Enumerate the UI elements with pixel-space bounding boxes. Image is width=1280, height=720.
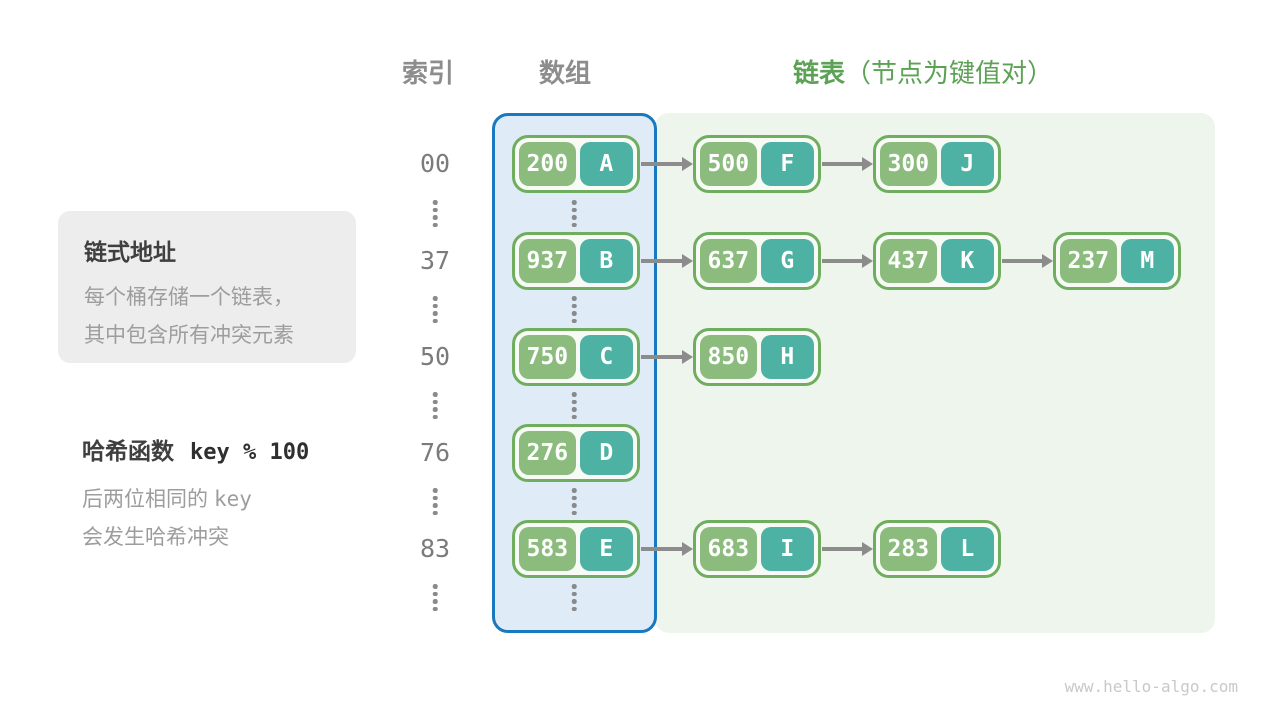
info-box-body: 每个桶存储一个链表， 其中包含所有冲突元素 [84,279,330,355]
node-value: B [579,239,633,283]
arrow-icon [641,157,693,170]
node-value: C [579,335,633,379]
info-box: 链式地址 每个桶存储一个链表， 其中包含所有冲突元素 [58,211,356,363]
list-header-note: （节点为键值对） [845,58,1054,88]
node-key: 750 [519,335,576,379]
node-value: D [579,431,633,475]
node-key: 437 [880,239,937,283]
node-key: 583 [519,527,576,571]
vertical-ellipsis-icon [432,584,438,611]
hash-note-line1-code: key [214,487,252,511]
node-key: 200 [519,142,576,186]
index-label: 50 [419,342,451,371]
hash-function-label: 哈希函数 [82,438,174,464]
hash-note-line1-text: 后两位相同的 [82,488,208,511]
vertical-ellipsis-icon [432,296,438,323]
list-header-label: 链表 [793,58,846,88]
hash-function-note: 哈希函数 key % 100 后两位相同的 key 会发生哈希冲突 [82,432,309,557]
vertical-ellipsis-icon [432,200,438,227]
arrow-icon [641,350,693,363]
vertical-ellipsis-icon [432,488,438,515]
vertical-ellipsis-icon [571,584,577,611]
index-label: 76 [419,438,451,467]
watermark: www.hello-algo.com [1064,677,1238,696]
node-key: 637 [700,239,757,283]
node-value: F [760,142,814,186]
hash-function-body: 后两位相同的 key 会发生哈希冲突 [82,480,309,557]
array-column-header: 数组 [538,58,592,88]
arrow-icon [822,254,873,267]
node-key: 850 [700,335,757,379]
node-key: 300 [880,142,937,186]
node-value: H [760,335,814,379]
node-key: 276 [519,431,576,475]
arrow-icon [641,542,693,555]
hash-note-line1: 后两位相同的 key [82,480,309,519]
node-key: 283 [880,527,937,571]
node-value: K [940,239,994,283]
node-value: L [940,527,994,571]
index-label: 37 [419,246,451,275]
node-value: A [579,142,633,186]
node-value: I [760,527,814,571]
node-value: G [760,239,814,283]
vertical-ellipsis-icon [571,296,577,323]
arrow-icon [641,254,693,267]
node-value: M [1120,239,1174,283]
hash-function-formula: key % 100 [190,440,310,465]
node-key: 937 [519,239,576,283]
node-key: 237 [1060,239,1117,283]
vertical-ellipsis-icon [571,200,577,227]
node-key: 500 [700,142,757,186]
info-box-line1: 每个桶存储一个链表， [84,286,294,309]
hash-note-line2: 会发生哈希冲突 [82,526,229,549]
arrow-icon [822,157,873,170]
node-value: J [940,142,994,186]
node-key: 683 [700,527,757,571]
info-box-line2: 其中包含所有冲突元素 [84,324,294,347]
index-label: 00 [419,149,451,178]
arrow-icon [822,542,873,555]
vertical-ellipsis-icon [432,392,438,419]
list-column-header: 链表（节点为键值对） [793,53,1053,90]
arrow-icon [1002,254,1053,267]
info-box-title: 链式地址 [84,239,176,265]
index-label: 83 [419,534,451,563]
index-column-header: 索引 [401,58,455,88]
hash-function-title-line: 哈希函数 key % 100 [82,432,309,466]
vertical-ellipsis-icon [571,488,577,515]
node-value: E [579,527,633,571]
vertical-ellipsis-icon [571,392,577,419]
